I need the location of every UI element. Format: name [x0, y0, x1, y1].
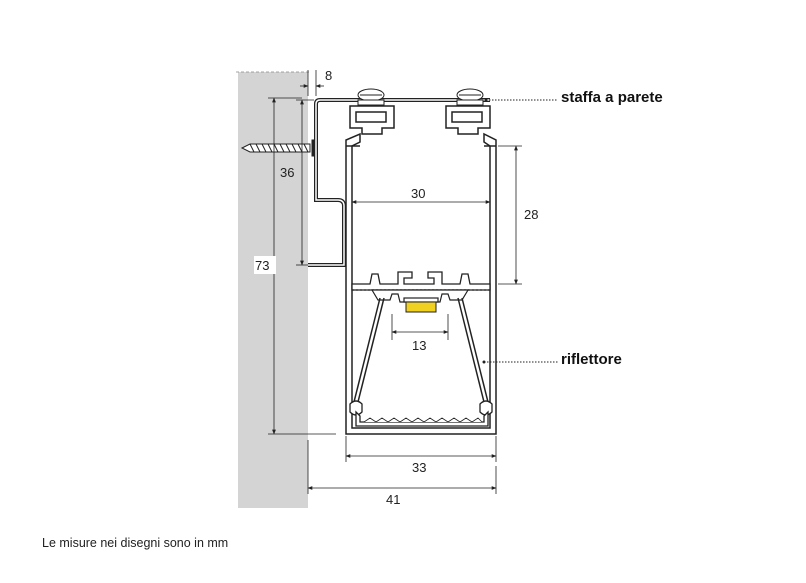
- dim-label-33: 33: [412, 460, 426, 475]
- dim-label-36: 36: [280, 165, 294, 180]
- reflector: [353, 297, 489, 403]
- dim-bracket-height: 36: [279, 99, 314, 266]
- dim-total-height: 73: [254, 97, 336, 435]
- bracket-screw-right: [456, 88, 484, 106]
- dim-label-13: 13: [412, 338, 426, 353]
- dim-upper-chamber: 28: [498, 145, 538, 285]
- dim-inner-width: 30: [351, 186, 491, 204]
- callout-reflector-label: riflettore: [561, 351, 622, 368]
- top-clip-left: [349, 105, 395, 135]
- callout-bracket: staffa a parete: [484, 89, 663, 106]
- bottom-diffuser: [349, 400, 493, 427]
- dim-total-width: 41: [307, 440, 497, 507]
- dim-label-30: 30: [411, 186, 425, 201]
- wall-section: [238, 72, 308, 508]
- callout-reflector: riflettore: [482, 351, 622, 368]
- bracket-screw-left: [357, 88, 385, 106]
- dim-body-width: 33: [345, 436, 497, 475]
- dim-label-41: 41: [386, 492, 400, 507]
- callout-bracket-label: staffa a parete: [561, 89, 663, 106]
- dim-label-73: 73: [255, 258, 269, 273]
- mid-partition: [351, 271, 491, 291]
- dim-label-28: 28: [524, 207, 538, 222]
- dim-bracket-thickness: 8: [300, 68, 332, 96]
- units-note: Le misure nei disegni sono in mm: [42, 536, 229, 550]
- top-clip-right: [445, 105, 491, 135]
- reflector-mounts: [370, 289, 470, 303]
- main-profile: [345, 132, 497, 435]
- dim-label-8: 8: [325, 68, 332, 83]
- led-module: [405, 301, 437, 313]
- dim-led-width: 13: [391, 314, 449, 353]
